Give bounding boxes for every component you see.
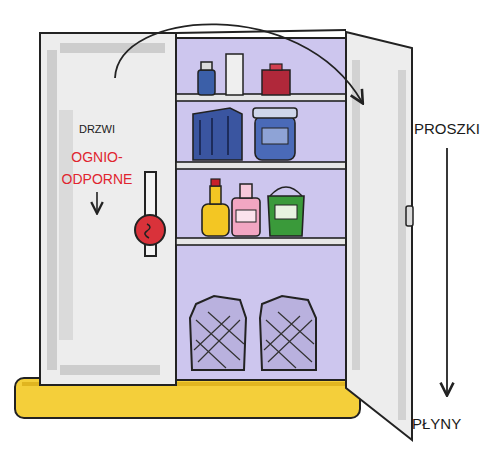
- bottle-cap: [201, 62, 212, 70]
- box: [226, 54, 243, 95]
- bucket-label: [275, 205, 297, 219]
- box-hatching: [200, 116, 228, 155]
- bottle-label: [236, 210, 256, 222]
- lock-mark: [145, 224, 150, 238]
- bottle-neck: [240, 184, 252, 198]
- shelf: [176, 238, 346, 245]
- bottle-neck: [210, 186, 221, 204]
- door-label: DRZWI: [72, 122, 122, 136]
- fireproof-label: OGNIO- ODPORNE: [60, 146, 134, 190]
- powder-box: [193, 108, 242, 160]
- order-arrow: [446, 148, 448, 394]
- liquids-label: PŁYNY: [412, 415, 492, 433]
- door-shading: [52, 48, 165, 370]
- liquid-bottle: [202, 204, 229, 236]
- jar-label: [262, 128, 288, 144]
- canister-hatching: [264, 312, 314, 368]
- powder-jar: [255, 116, 295, 160]
- box-lid: [270, 64, 282, 70]
- door-shading: [356, 60, 402, 420]
- left-door: [40, 33, 176, 385]
- canister-hatching: [194, 312, 244, 368]
- cabinet-interior: [176, 38, 346, 380]
- canister: [190, 296, 246, 370]
- door-lock: [135, 215, 165, 245]
- door-handle: [406, 206, 413, 226]
- jar-lid: [253, 108, 297, 118]
- door-shading: [59, 110, 73, 340]
- liquid-bucket: [268, 196, 304, 236]
- door-swing-arrow: [115, 24, 362, 102]
- powders-label: PROSZKI: [414, 120, 494, 138]
- bottle: [198, 70, 215, 95]
- box: [262, 70, 290, 95]
- bottle-cap: [211, 179, 220, 186]
- shelf: [176, 162, 346, 169]
- bucket-handle: [270, 187, 302, 196]
- down-arrow: [96, 192, 98, 212]
- canister: [260, 296, 316, 370]
- liquid-bottle: [232, 198, 260, 236]
